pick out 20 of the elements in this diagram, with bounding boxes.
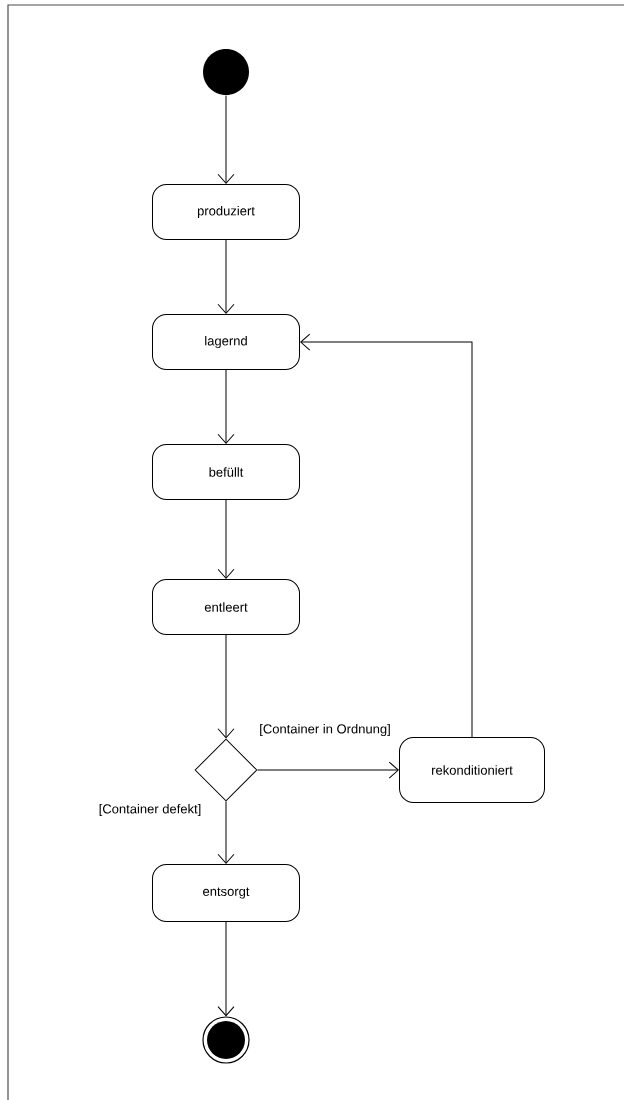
arrow <box>217 921 235 1017</box>
arrow <box>300 333 473 738</box>
state-box: lagernd <box>152 314 300 370</box>
final-state <box>202 1016 250 1064</box>
initial-state <box>203 49 249 95</box>
state-box: entleert <box>152 579 300 635</box>
arrow <box>217 801 235 864</box>
state-box: produziert <box>152 184 300 240</box>
arrow <box>217 634 235 739</box>
guard-label: [Container defekt] <box>99 803 201 817</box>
arrow <box>217 499 235 579</box>
guard-label: [Container in Ordnung] <box>260 723 390 737</box>
arrow <box>217 369 235 444</box>
state-box: entsorgt <box>152 864 300 922</box>
state-box: befüllt <box>152 444 300 500</box>
arrow <box>257 761 399 779</box>
decision-diamond <box>194 738 258 802</box>
arrow <box>217 95 235 184</box>
arrow <box>217 239 235 314</box>
state-box: rekonditioniert <box>399 737 545 803</box>
